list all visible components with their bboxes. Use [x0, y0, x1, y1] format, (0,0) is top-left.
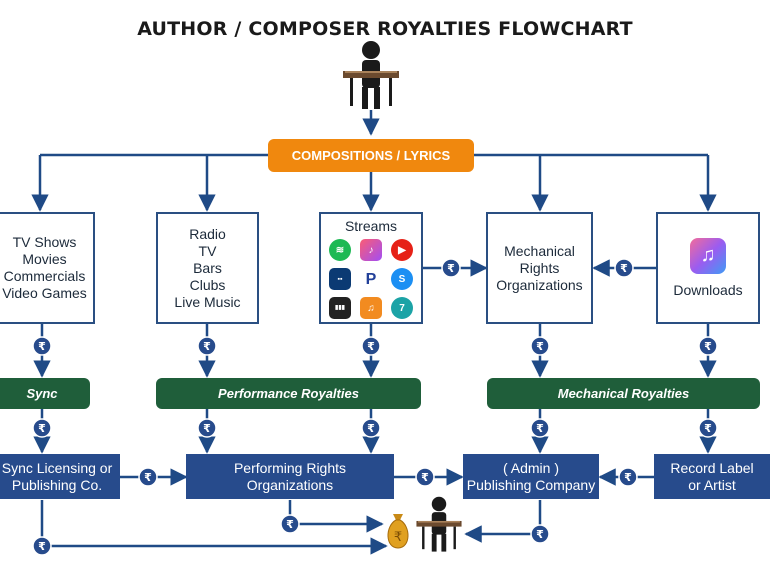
svg-text:₹: ₹ [367, 340, 375, 353]
svg-text:₹: ₹ [536, 528, 544, 541]
svg-text:₹: ₹ [38, 340, 46, 353]
currency-coin-icon: ₹ [280, 514, 300, 534]
itunes-icon: ♫ [690, 237, 726, 274]
svg-text:₹: ₹ [367, 422, 375, 435]
currency-coin-icon: ₹ [618, 467, 638, 487]
svg-text:₹: ₹ [704, 422, 712, 435]
venue-line: Live Music [174, 293, 241, 310]
money-bag-symbol: ₹ [394, 530, 402, 545]
svg-text:₹: ₹ [536, 340, 544, 353]
venue-line: Radio [189, 225, 226, 242]
svg-text:₹: ₹ [704, 340, 712, 353]
svg-text:₹: ₹ [38, 422, 46, 435]
composer-top-icon [343, 41, 399, 109]
currency-coin-icon: ₹ [698, 336, 718, 356]
spotify-icon: ≋ [329, 239, 351, 261]
currency-coin-icon: ₹ [32, 536, 52, 556]
venue-line: Bars [193, 259, 222, 276]
svg-text:₹: ₹ [203, 340, 211, 353]
currency-coin-icon: ₹ [698, 418, 718, 438]
downloads-label: Downloads [673, 281, 743, 298]
sync-media-line: Movies [22, 251, 67, 267]
mechanical-royalties-bar: Mechanical Royalties [487, 378, 760, 409]
streams-box: Streams ≋ ♪ ▶ ▪▪ P S ▮▮▮ ♫ 7 [319, 212, 423, 324]
currency-coin-icon: ₹ [361, 336, 381, 356]
sync-media-box: TV Shows Movies Commercials Video Games [0, 212, 95, 324]
performance-royalties-bar: Performance Royalties [156, 378, 421, 409]
svg-text:₹: ₹ [620, 262, 628, 275]
record-label-line: or Artist [688, 476, 736, 493]
mechanical-rights-box: Mechanical Rights Organizations [486, 212, 593, 324]
shazam-icon: S [391, 268, 413, 290]
svg-text:₹: ₹ [203, 422, 211, 435]
mechanical-rights-line: Rights [519, 259, 560, 276]
pro-box: Performing Rights Organizations [186, 454, 394, 499]
pro-line: Organizations [246, 476, 334, 493]
money-bag-icon: ₹ [387, 514, 409, 549]
currency-coin-icon: ₹ [441, 258, 461, 278]
currency-coin-icon: ₹ [415, 467, 435, 487]
youtube-music-icon: ▶ [391, 239, 413, 261]
currency-coin-icon: ₹ [197, 418, 217, 438]
downloads-box: ♫ Downloads [656, 212, 760, 324]
sync-royalty-label: Sync [26, 386, 58, 401]
deezer-icon: ▮▮▮ [329, 297, 351, 319]
svg-text:₹: ₹ [624, 471, 632, 484]
apple-music-icon: ♪ [360, 239, 382, 261]
compositions-box: COMPOSITIONS / LYRICS [268, 139, 474, 172]
sync-media-line: Commercials [3, 268, 86, 284]
currency-coin-icon: ₹ [32, 418, 52, 438]
publishing-company-box: ( Admin ) Publishing Company [463, 454, 599, 499]
sync-royalty-bar: Sync [0, 378, 90, 409]
svg-text:₹: ₹ [144, 471, 152, 484]
chart-title: AUTHOR / COMPOSER ROYALTIES FLOWCHART [137, 18, 633, 40]
streams-label: Streams [344, 218, 398, 234]
currency-coin-icon: ₹ [361, 418, 381, 438]
performance-royalties-label: Performance Royalties [218, 386, 359, 401]
svg-text:₹: ₹ [447, 262, 455, 275]
mechanical-rights-line: Organizations [496, 276, 583, 293]
currency-coin-icon: ₹ [530, 336, 550, 356]
currency-coin-icon: ₹ [530, 524, 550, 544]
streaming-apps: ≋ ♪ ▶ ▪▪ P S ▮▮▮ ♫ 7 [329, 239, 413, 319]
svg-text:₹: ₹ [38, 540, 46, 553]
mechanical-royalties-label: Mechanical Royalties [557, 386, 690, 401]
sync-licensing-line: Publishing Co. [11, 476, 103, 493]
sync-media-line: Video Games [2, 285, 87, 301]
currency-coin-icon: ₹ [614, 258, 634, 278]
sync-media-line: TV Shows [12, 234, 77, 250]
svg-text:₹: ₹ [536, 422, 544, 435]
pandora-icon: P [360, 268, 382, 290]
currency-coin-icon: ₹ [530, 418, 550, 438]
composer-bottom-icon [416, 496, 462, 552]
svg-text:₹: ₹ [286, 518, 294, 531]
currency-coin-icon: ₹ [197, 336, 217, 356]
pro-line: Performing Rights [233, 459, 347, 476]
compositions-label: COMPOSITIONS / LYRICS [291, 148, 451, 163]
record-label-box: Record Label or Artist [654, 454, 770, 499]
7digital-icon: 7 [391, 297, 413, 319]
venue-line: TV [198, 242, 217, 259]
record-label-line: Record Label [670, 459, 754, 476]
mechanical-rights-line: Mechanical [504, 242, 575, 259]
venue-line: Clubs [189, 276, 226, 293]
venues-box: Radio TV Bars Clubs Live Music [156, 212, 259, 324]
saavn-icon: ♫ [360, 297, 382, 319]
currency-coin-icon: ₹ [138, 467, 158, 487]
tidal-icon: ▪▪ [329, 268, 351, 290]
publishing-line: Publishing Company [466, 476, 596, 493]
currency-coin-icon: ₹ [32, 336, 52, 356]
sync-licensing-line: Sync Licensing or [1, 459, 113, 476]
sync-licensing-box: Sync Licensing or Publishing Co. [0, 454, 120, 499]
svg-text:₹: ₹ [421, 471, 429, 484]
publishing-line: ( Admin ) [502, 459, 559, 476]
